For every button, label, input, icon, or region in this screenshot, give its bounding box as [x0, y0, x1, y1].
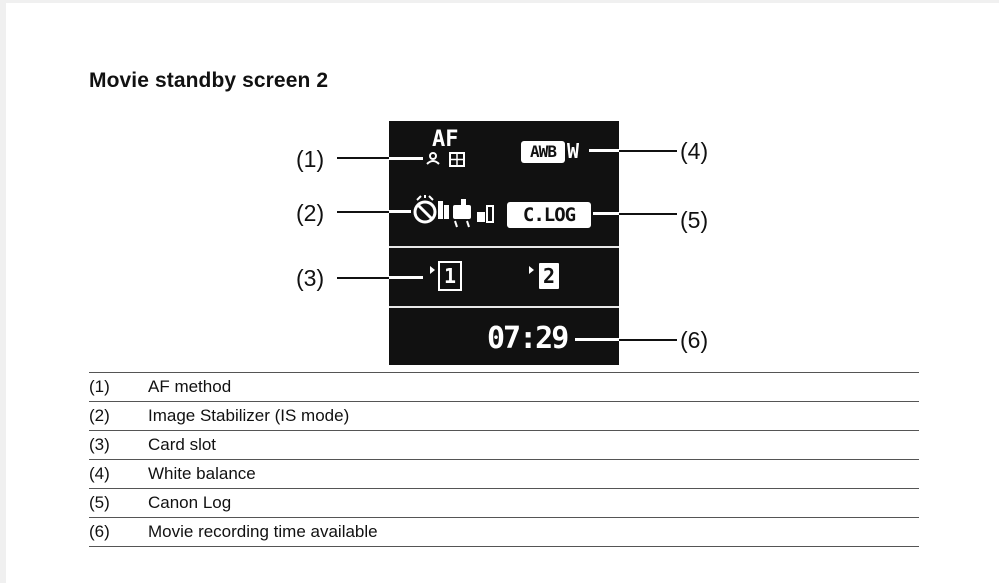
inner-leader-1: [389, 156, 423, 161]
leader-line-5: [619, 213, 677, 215]
screen-divider-2: [389, 306, 619, 308]
callout-3: (3): [296, 265, 325, 291]
table-row: (5) Canon Log: [89, 488, 919, 518]
legend-label: AF method: [148, 372, 919, 402]
af-label: AF: [432, 127, 459, 152]
legend-label: White balance: [148, 459, 919, 489]
inner-leader-5: [593, 212, 619, 215]
white-balance-suffix: W: [567, 139, 580, 163]
card-slot-2: 2: [537, 261, 561, 291]
callout-5: (5): [680, 207, 709, 233]
card-slot-1: 1: [438, 261, 462, 291]
inner-leader-6: [575, 338, 619, 341]
table-row: (2) Image Stabilizer (IS mode): [89, 401, 919, 431]
inner-leader-4: [589, 149, 619, 152]
card-arrow-2-icon: [529, 266, 534, 274]
leader-line-6: [619, 339, 677, 341]
leader-line-4: [619, 150, 677, 152]
callout-6: (6): [680, 327, 709, 353]
callout-1: (1): [296, 146, 325, 172]
image-stabilizer-icon: [413, 195, 494, 228]
card-arrow-1-icon: [430, 266, 435, 274]
callout-2: (2): [296, 200, 325, 226]
recording-time: 07:29: [487, 321, 569, 356]
table-row: (6) Movie recording time available: [89, 517, 919, 547]
af-method-icon: [426, 152, 465, 167]
camera-screen: AF AWB W C.LOG: [389, 121, 619, 365]
leader-line-3: [337, 277, 389, 279]
white-balance-label: AWB: [521, 141, 565, 163]
callout-4: (4): [680, 138, 709, 164]
legend-number: (1): [89, 372, 148, 402]
section-title: Movie standby screen 2: [89, 69, 329, 92]
legend-number: (4): [89, 459, 148, 489]
canon-log-label: C.LOG: [507, 202, 591, 228]
table-row: (4) White balance: [89, 459, 919, 489]
legend-label: Canon Log: [148, 488, 919, 518]
legend-number: (3): [89, 430, 148, 460]
legend-label: Card slot: [148, 430, 919, 460]
legend-number: (2): [89, 401, 148, 431]
legend-number: (5): [89, 488, 148, 518]
table-row: (3) Card slot: [89, 430, 919, 460]
legend-table: (1) AF method (2) Image Stabilizer (IS m…: [89, 372, 919, 547]
legend-label: Image Stabilizer (IS mode): [148, 401, 919, 431]
inner-leader-2: [389, 210, 411, 213]
legend-label: Movie recording time available: [148, 517, 919, 547]
leader-line-1: [337, 157, 389, 159]
table-row: (1) AF method: [89, 372, 919, 402]
leader-line-2: [337, 211, 389, 213]
inner-leader-3: [389, 276, 423, 279]
screen-divider-1: [389, 246, 619, 248]
legend-number: (6): [89, 517, 148, 547]
